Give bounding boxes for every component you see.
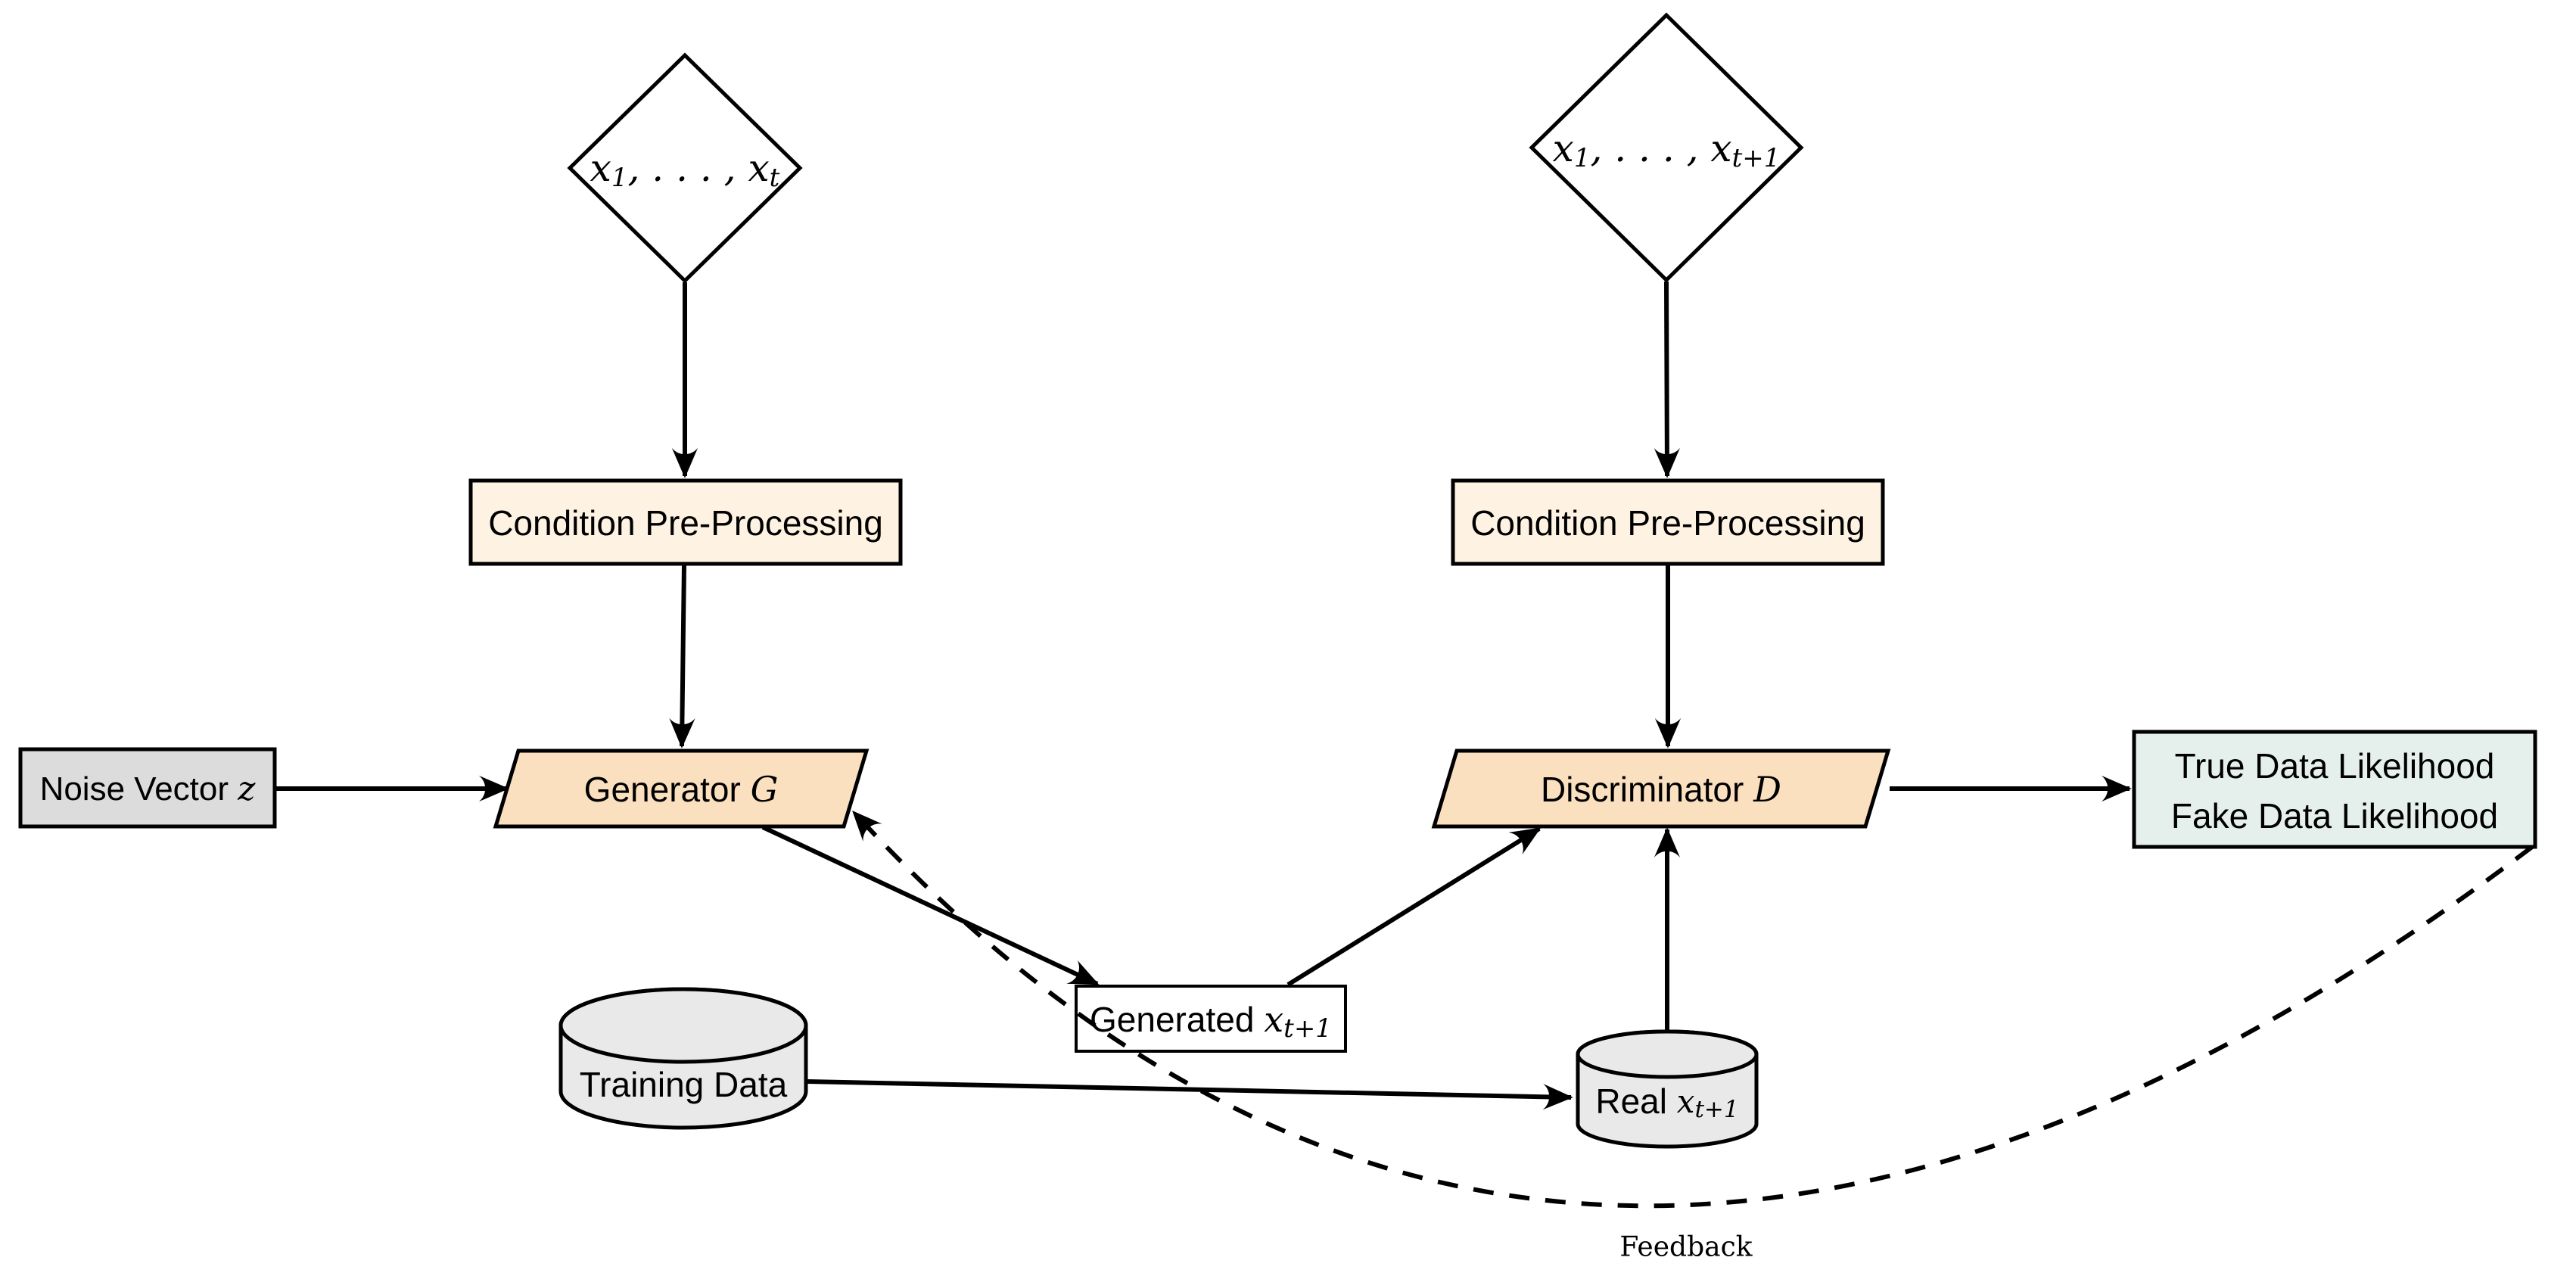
discriminator-shape <box>1431 748 1891 829</box>
node-condition-right: Condition Pre-Processing <box>1451 478 1885 566</box>
history-right-diamond <box>1529 12 1804 283</box>
node-discriminator: Discriminator D <box>1431 748 1891 829</box>
condition-left-label: Condition Pre-Processing <box>488 503 883 543</box>
discriminator-label: Discriminator D <box>1541 769 1781 810</box>
history-right-label: x1, . . . , xt+1 <box>1553 126 1781 173</box>
arrow-condition-left-to-generator <box>669 565 695 748</box>
real-sample-label: Real xt+1 <box>1595 1081 1738 1123</box>
node-generated-sample: Generated xt+1 <box>1075 985 1347 1053</box>
node-likelihood: True Data Likelihood Fake Data Likelihoo… <box>2132 730 2537 849</box>
arrow-generator-to-generated <box>761 825 1100 986</box>
arrow-history-right-to-condition <box>1654 281 1681 478</box>
fake-data-likelihood-label: Fake Data Likelihood <box>2171 796 2498 836</box>
training-data-label: Training Data <box>580 1065 788 1104</box>
condition-left-box <box>468 478 903 566</box>
node-condition-left: Condition Pre-Processing <box>468 478 903 566</box>
node-history-right: x1, . . . , xt+1 <box>1529 12 1804 283</box>
generator-shape <box>493 748 870 829</box>
noise-vector-box <box>18 747 277 829</box>
node-training-data: Training Data <box>558 987 808 1130</box>
flow-arrows <box>276 281 2132 1110</box>
training-data-cylinder-top <box>558 987 808 1064</box>
condition-right-label: Condition Pre-Processing <box>1470 503 1865 543</box>
feedback-label: Feedback <box>1619 1232 1753 1263</box>
arrow-generated-to-discriminator <box>1286 826 1542 987</box>
history-left-diamond <box>567 52 803 284</box>
true-data-likelihood-label: True Data Likelihood <box>2175 746 2495 786</box>
feedback-loop: Feedback <box>851 810 2534 1263</box>
condition-right-box <box>1451 478 1885 566</box>
generator-label: Generator G <box>584 769 779 810</box>
arrow-training-to-real <box>807 1079 1573 1110</box>
feedback-arrow <box>851 810 2534 1209</box>
history-left-label: x1, . . . , xt <box>590 146 780 193</box>
likelihood-box <box>2132 730 2537 849</box>
node-real-sample: Real xt+1 <box>1576 1029 1759 1149</box>
node-history-left: x1, . . . , xt <box>567 52 803 284</box>
noise-vector-label: Noise Vector z <box>40 770 257 808</box>
node-noise-vector: Noise Vector z <box>18 747 277 829</box>
node-generator: Generator G <box>493 748 870 829</box>
real-sample-cylinder-top <box>1576 1029 1759 1079</box>
generated-sample-label: Generated xt+1 <box>1090 999 1332 1044</box>
